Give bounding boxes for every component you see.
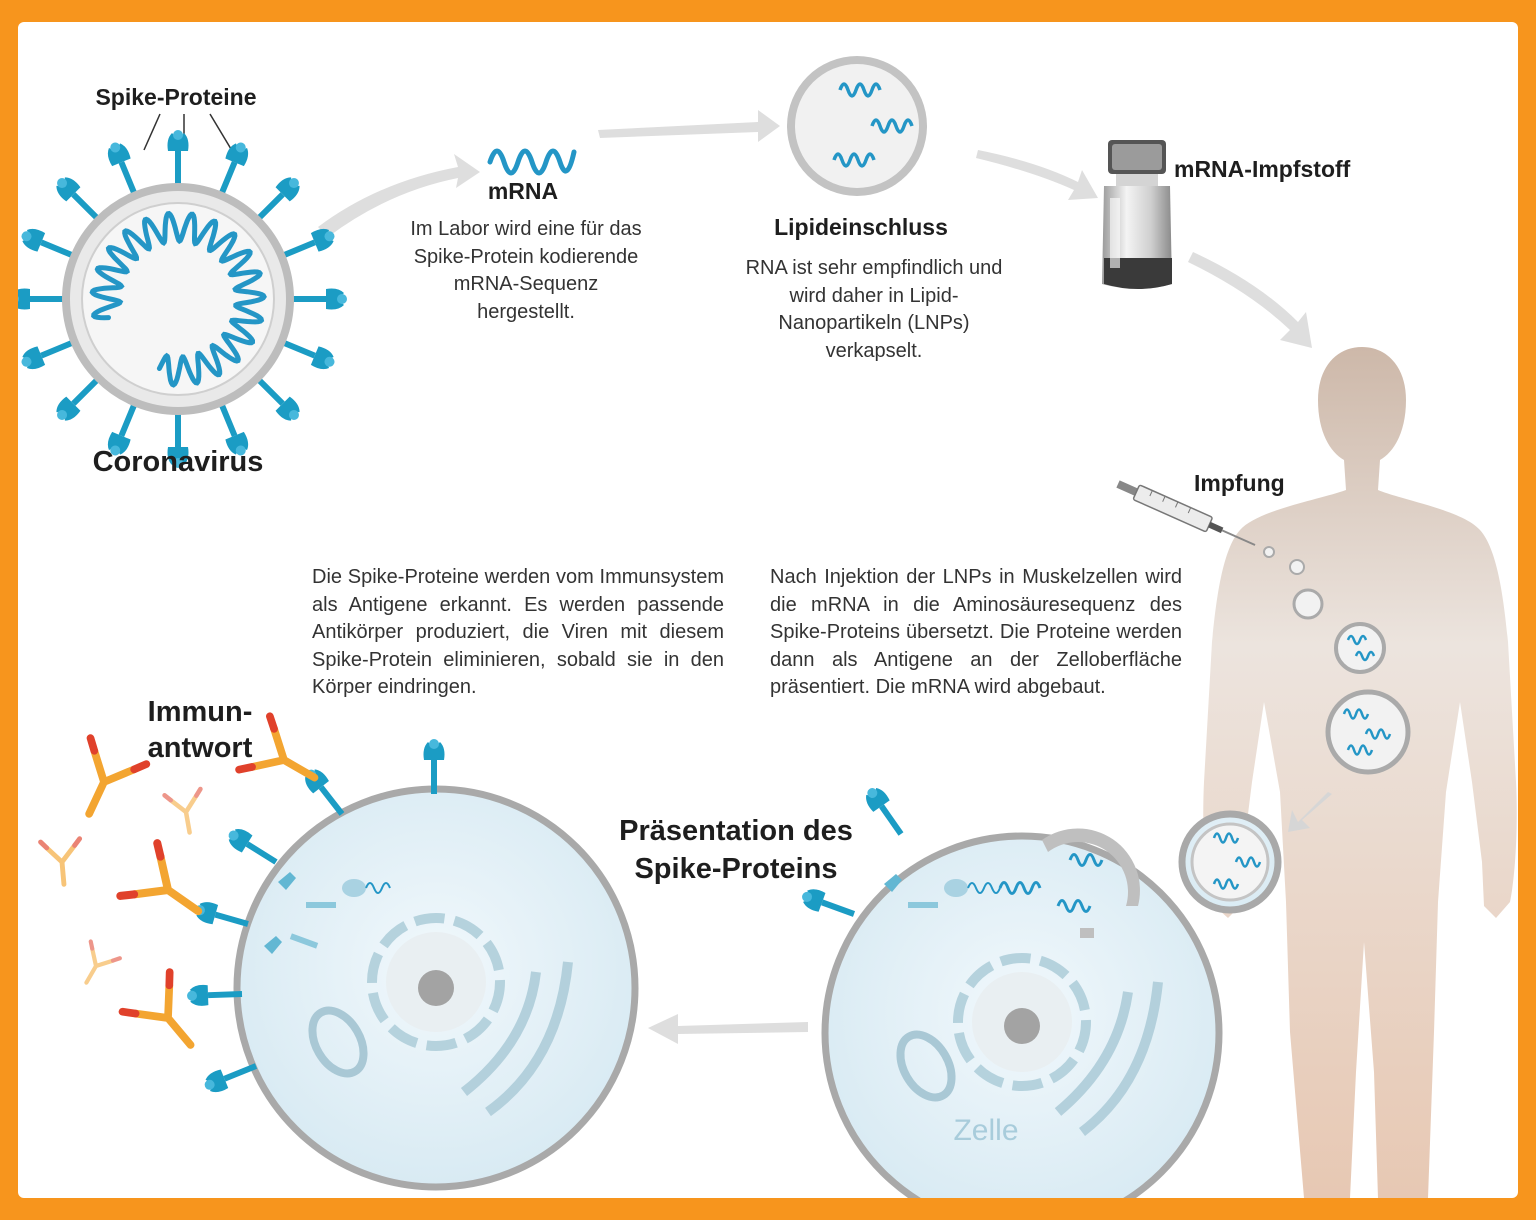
infographic-canvas: Spike-Proteine Coronavirus mRNA Im Labor… [18, 22, 1518, 1198]
spike-protein [279, 332, 339, 374]
spike-protein [103, 138, 145, 198]
vaccine-vial-illustration [1102, 140, 1172, 289]
spike-protein [167, 130, 189, 185]
coronavirus-illustration [18, 113, 347, 468]
vaccination-label: Impfung [1194, 470, 1285, 496]
spike-protein [211, 138, 253, 198]
immune-response-label: Immun- antwort [147, 696, 253, 764]
muscle-cell-illustration [798, 782, 1282, 1198]
presentation-label: Präsentation des Spike-Proteins [619, 815, 853, 885]
arrow-mrna-to-lipid [598, 110, 780, 142]
cell-label: Zelle [953, 1114, 1019, 1147]
mrna-description: Im Labor wird eine für das Spike-Protein… [410, 218, 642, 323]
spike-protein [18, 224, 77, 266]
spike-protein [860, 782, 910, 841]
arrow-lipid-to-vial [976, 150, 1098, 200]
lipid-label: Lipideinschluss [774, 214, 948, 240]
spike-protein [192, 898, 251, 935]
mrna-strand [487, 148, 577, 176]
spike-proteins-label: Spike-Proteine [95, 84, 257, 110]
lipid-nanoparticle [787, 56, 927, 196]
coronavirus-label: Coronavirus [92, 446, 264, 478]
immune-description: Die Spike-Proteine werden vom Immunsyste… [312, 566, 724, 698]
arrow-virus-to-mrna [318, 154, 480, 237]
arrow-vial-to-body [1188, 252, 1312, 348]
spike-protein [18, 288, 64, 310]
injection-description: Nach Injektion der LNPs in Muskelzellen … [770, 566, 1182, 698]
spike-protein [798, 885, 858, 924]
spike-protein [223, 823, 282, 871]
presenting-cell-illustration [186, 739, 639, 1191]
arrow-cell-to-cell [648, 1014, 808, 1044]
lnp-particles-in-body [1263, 546, 1411, 832]
diagram-artwork [18, 56, 1517, 1198]
lipid-description: RNA ist sehr empfindlich und wird daher … [745, 257, 1003, 362]
syringe-illustration [1116, 480, 1256, 546]
vaccine-label: mRNA-Impfstoff [1174, 156, 1351, 182]
spike-protein [292, 288, 347, 310]
mrna-label: mRNA [487, 178, 559, 204]
spike-protein [18, 332, 77, 374]
